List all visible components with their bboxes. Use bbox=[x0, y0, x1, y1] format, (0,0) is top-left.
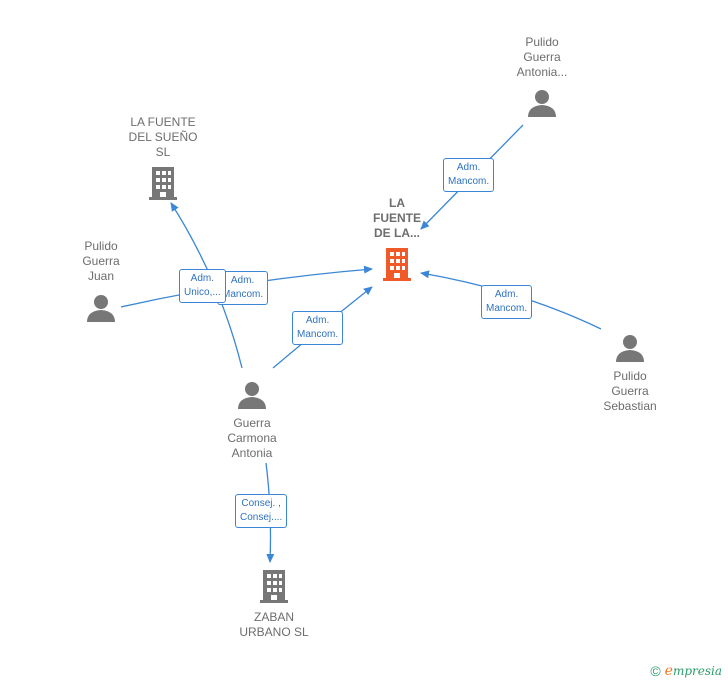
edge-label-line: Adm. bbox=[494, 289, 519, 300]
building-icon bbox=[383, 248, 411, 281]
edge-label-line: Mancom. bbox=[222, 289, 264, 300]
copyright-icon: © bbox=[650, 663, 661, 679]
label-line: Guerra bbox=[523, 50, 561, 64]
label-line: DE LA... bbox=[373, 226, 420, 240]
node-zaban-label: ZABAN URBANO SL bbox=[229, 610, 319, 640]
node-fuente-sueno-label: LA FUENTE DEL SUEÑO SL bbox=[118, 115, 208, 160]
node-focus-label: LA FUENTE DE LA... bbox=[352, 196, 442, 241]
node-guerra-carmona-antonia-label: Guerra Carmona Antonia bbox=[207, 416, 297, 461]
edge-label-line: Consej.... bbox=[240, 512, 283, 523]
label-line: Guerra bbox=[233, 416, 271, 430]
building-icon bbox=[149, 167, 177, 200]
label-line: URBANO SL bbox=[239, 625, 309, 639]
edge-label-line: Adm. bbox=[190, 273, 215, 284]
brand-logo[interactable]: empresia bbox=[665, 663, 722, 679]
label-line: SL bbox=[155, 145, 171, 159]
edge-label-line: Adm. bbox=[230, 275, 255, 286]
person-icon bbox=[87, 295, 115, 322]
label-line: DEL SUEÑO bbox=[128, 130, 198, 144]
edge-label-carmona-to-zaban[interactable]: Consej. , Consej.... bbox=[235, 494, 288, 528]
label-line: LA bbox=[389, 196, 405, 210]
edge-label-line: Mancom. bbox=[448, 176, 490, 187]
edge-label-line: Adm. bbox=[456, 162, 481, 173]
edge-label-line: Consej. , bbox=[241, 498, 281, 509]
label-line: ZABAN bbox=[253, 610, 294, 624]
edge-label-carmona-to-sueno[interactable]: Adm. Unico,... bbox=[179, 269, 226, 303]
label-line: LA FUENTE bbox=[130, 115, 196, 129]
edge-label-carmona-to-focus[interactable]: Adm. Mancom. bbox=[292, 311, 344, 345]
person-icon bbox=[238, 382, 266, 409]
label-line: FUENTE bbox=[373, 211, 421, 225]
building-icon bbox=[260, 570, 288, 603]
edge-label-sebastian-to-focus[interactable]: Adm. Mancom. bbox=[481, 285, 533, 319]
footer-copyright: © empresia bbox=[650, 663, 722, 679]
person-icon bbox=[528, 90, 556, 117]
label-line: Antonia... bbox=[516, 65, 568, 79]
edge-label-antonia-to-focus[interactable]: Adm. Mancom. bbox=[443, 158, 495, 192]
person-icon bbox=[616, 335, 644, 362]
label-line: Pulido bbox=[84, 239, 118, 253]
node-pulido-guerra-antonia-label: Pulido Guerra Antonia... bbox=[497, 35, 587, 80]
node-pulido-guerra-sebastian-label: Pulido Guerra Sebastian bbox=[585, 369, 675, 414]
label-line: Juan bbox=[87, 269, 115, 283]
brand-initial: e bbox=[664, 663, 673, 679]
label-line: Antonia bbox=[231, 446, 273, 460]
label-line: Pulido bbox=[525, 35, 559, 49]
label-line: Carmona bbox=[227, 431, 277, 445]
label-line: Pulido bbox=[613, 369, 647, 383]
label-line: Guerra bbox=[82, 254, 120, 268]
brand-name: mpresia bbox=[672, 664, 722, 678]
label-line: Sebastian bbox=[603, 399, 657, 413]
edge-label-line: Unico,... bbox=[184, 287, 221, 298]
edge-label-line: Mancom. bbox=[297, 329, 339, 340]
label-line: Guerra bbox=[611, 384, 649, 398]
edge-label-line: Mancom. bbox=[486, 303, 528, 314]
node-pulido-guerra-juan-label: Pulido Guerra Juan bbox=[56, 239, 146, 284]
edge-label-line: Adm. bbox=[305, 315, 330, 326]
